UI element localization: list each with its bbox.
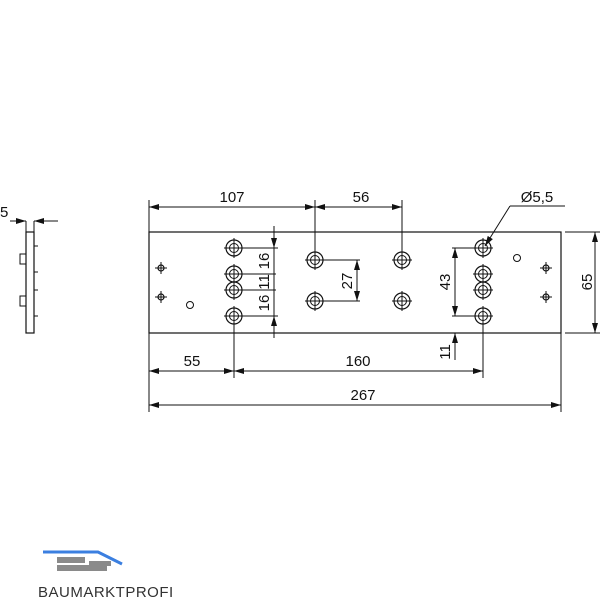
pin-hole — [540, 262, 552, 274]
dim-65: 65 — [579, 274, 596, 291]
dim-55: 55 — [184, 353, 201, 370]
logo-text: BAUMARKTPROFI — [38, 584, 174, 600]
pin-hole — [540, 291, 552, 303]
dim-267: 267 — [350, 387, 375, 404]
pin-hole — [155, 291, 167, 303]
dim-thickness: 5 — [0, 204, 8, 221]
small-hole — [186, 301, 194, 309]
dimension-lines — [148, 200, 600, 412]
pin-hole — [155, 262, 167, 274]
baumarktprofi-logo: BAUMARKTPROFI — [38, 550, 174, 600]
dim-56: 56 — [353, 189, 370, 206]
dim-16-top: 16 — [256, 253, 273, 270]
dim-hole-diameter: Ø5,5 — [521, 189, 554, 206]
side-view: 5 — [0, 204, 58, 334]
dim-160: 160 — [345, 353, 370, 370]
dim-107: 107 — [219, 189, 244, 206]
dim-16-bottom: 16 — [256, 295, 273, 312]
mounting-hole — [473, 280, 493, 300]
mounting-hole — [392, 291, 412, 311]
small-hole — [513, 254, 521, 262]
dim-11: 11 — [256, 274, 273, 290]
dim-27: 27 — [339, 273, 356, 290]
dim-43: 43 — [437, 274, 454, 291]
dim-11-bottom: 11 — [437, 344, 454, 360]
